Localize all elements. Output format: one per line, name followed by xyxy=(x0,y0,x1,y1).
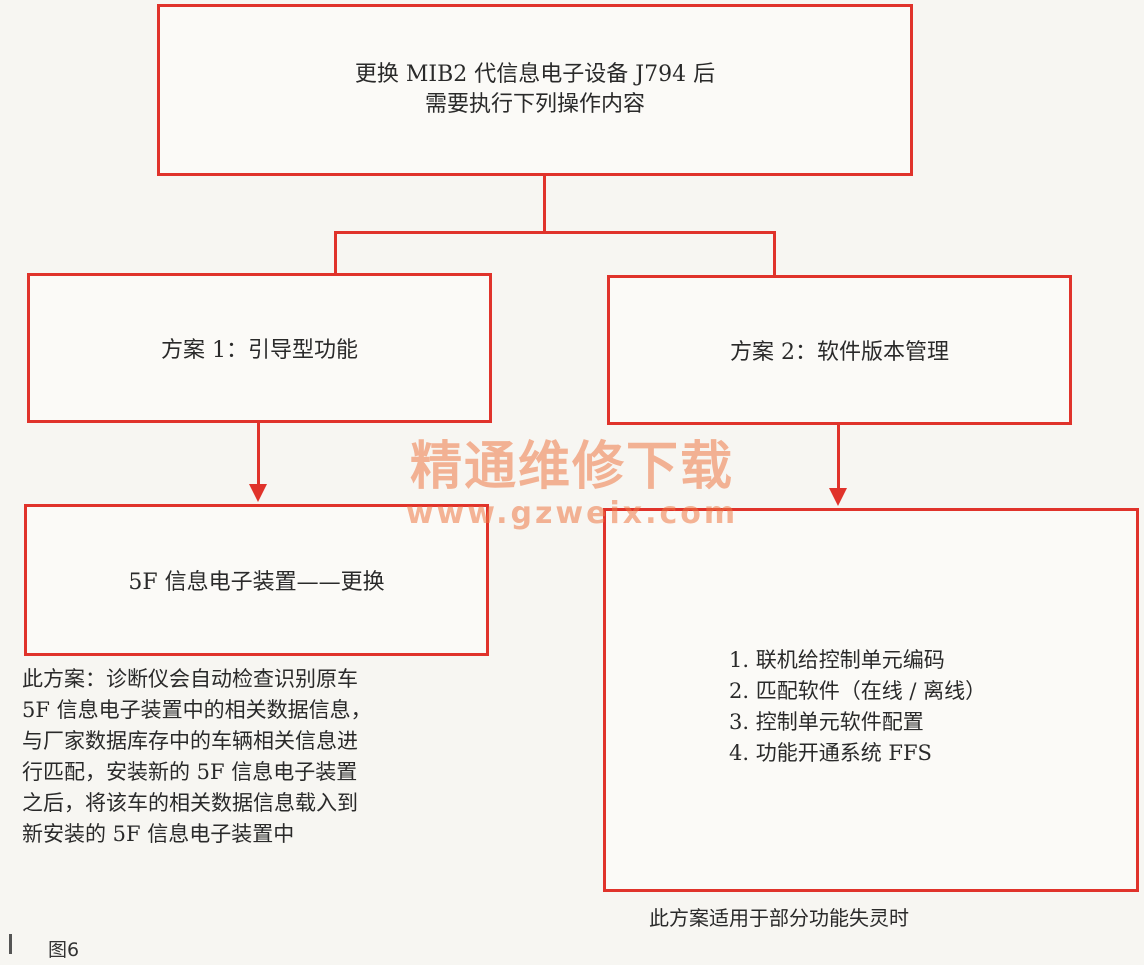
connector-horizontal xyxy=(334,231,776,234)
option1-label: 方案 1：引导型功能 xyxy=(161,338,358,363)
watermark-title: 精通维修下载 xyxy=(409,437,734,497)
option2-box: 方案 2：软件版本管理 xyxy=(607,275,1072,425)
option1-note-line: 与厂家数据库存中的车辆相关信息进 xyxy=(22,729,358,753)
connector-right-down xyxy=(773,231,776,276)
option1-note: 此方案：诊断仪会自动检查识别原车 5F 信息电子装置中的相关数据信息， 与厂家数… xyxy=(22,664,492,850)
option1-note-line: 行匹配，安装新的 5F 信息电子装置 xyxy=(22,760,358,784)
result1-box: 5F 信息电子装置——更换 xyxy=(24,504,489,656)
root-node-line1: 更换 MIB2 代信息电子设备 J794 后 xyxy=(354,62,716,87)
option2-note: 此方案适用于部分功能失灵时 xyxy=(649,906,909,930)
option1-note-line: 此方案：诊断仪会自动检查识别原车 xyxy=(22,667,358,691)
connector-opt2-result xyxy=(837,424,840,488)
caption-marker xyxy=(9,934,12,954)
result2-steps: 1. 联机给控制单元编码 2. 匹配软件（在线 / 离线） 3. 控制单元软件配… xyxy=(729,645,986,769)
root-node-line2: 需要执行下列操作内容 xyxy=(424,92,645,117)
result2-step: 4. 功能开通系统 FFS xyxy=(729,741,932,765)
option1-note-line: 新安装的 5F 信息电子装置中 xyxy=(22,822,295,846)
watermark-url: www.gzweix.com xyxy=(405,496,739,531)
connector-top-down xyxy=(543,175,546,233)
result2-step: 2. 匹配软件（在线 / 离线） xyxy=(729,679,987,703)
figure-caption: 图6 xyxy=(48,939,80,961)
option1-note-line: 之后，将该车的相关数据信息载入到 xyxy=(22,791,358,815)
result2-step: 1. 联机给控制单元编码 xyxy=(729,648,945,672)
result2-box: 1. 联机给控制单元编码 2. 匹配软件（在线 / 离线） 3. 控制单元软件配… xyxy=(603,508,1139,892)
option2-label: 方案 2：软件版本管理 xyxy=(730,340,949,365)
arrow-opt2-result xyxy=(829,488,847,506)
root-node-box: 更换 MIB2 代信息电子设备 J794 后 需要执行下列操作内容 xyxy=(157,4,913,176)
result1-label: 5F 信息电子装置——更换 xyxy=(128,570,385,595)
connector-left-down xyxy=(334,231,337,274)
option1-note-line: 5F 信息电子装置中的相关数据信息， xyxy=(22,698,372,722)
connector-opt1-result xyxy=(257,422,260,484)
watermark: 精通维修下载 www.gzweix.com xyxy=(392,436,752,530)
result2-step: 3. 控制单元软件配置 xyxy=(729,710,924,734)
arrow-opt1-result xyxy=(249,484,267,502)
option1-box: 方案 1：引导型功能 xyxy=(27,273,492,423)
